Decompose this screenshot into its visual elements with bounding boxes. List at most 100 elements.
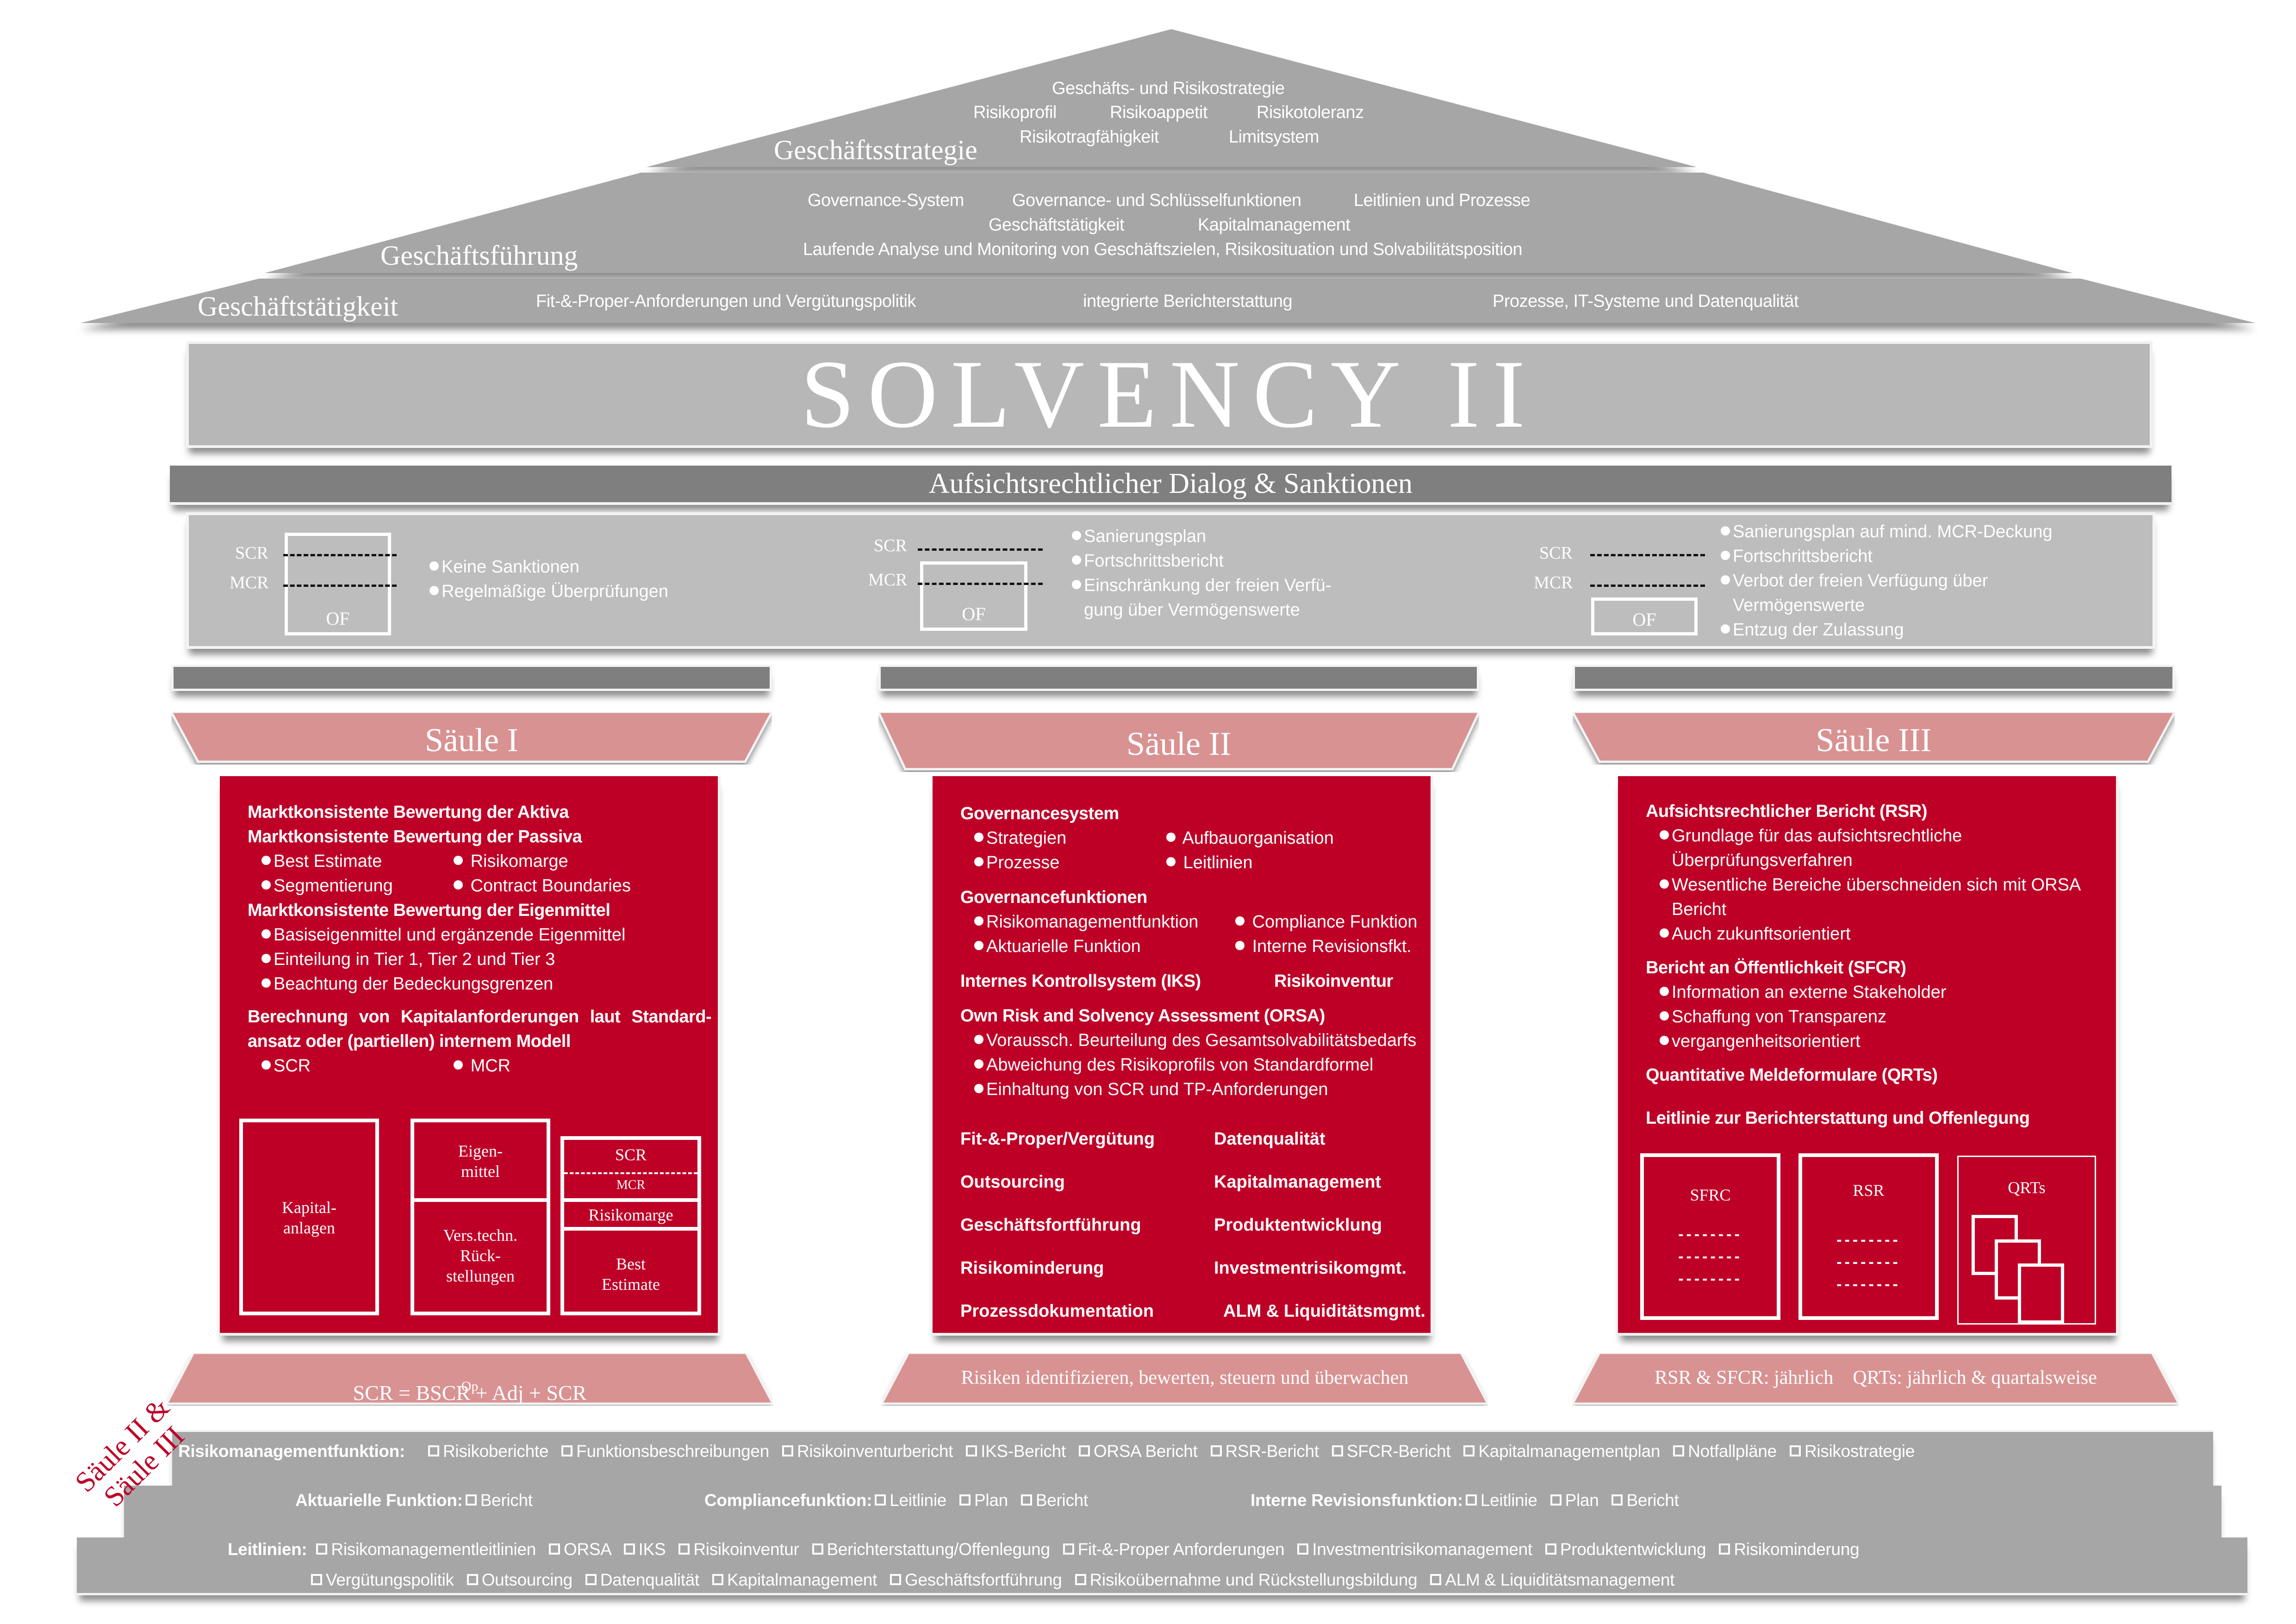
checkbox[interactable]: [1550, 1494, 1562, 1506]
own-funds-box: OF: [285, 533, 391, 635]
p2-heading-governance-functions: Governancefunktionen: [960, 888, 1147, 907]
checkbox[interactable]: [966, 1445, 977, 1457]
pillar-3-body: Aufsichtsrechtlicher Bericht (RSR) Grund…: [1618, 776, 2119, 1336]
stage-1: SCR MCR OF Keine Sanktionen Regelmäßige …: [189, 515, 837, 646]
stage-2-item: Sanierungsplan: [1072, 524, 1331, 549]
checkbox[interactable]: [1465, 1494, 1477, 1506]
p3-heading-sfcr: Bericht an Öffentlichkeit (SFCR): [1646, 958, 1906, 977]
roof-pyramid: [81, 29, 2255, 323]
scr-label: SCR: [615, 1145, 647, 1164]
roof-item-risikotoleranz: Risikotoleranz: [1257, 103, 1364, 122]
solvency-banner: SOLVENCY II: [186, 341, 2153, 448]
checkbox[interactable]: [782, 1445, 793, 1457]
p1-heading-assets: Marktkonsistente Bewertung der Aktiva: [248, 803, 569, 822]
own-funds-box: Eigen-mittel: [411, 1119, 550, 1202]
of-label: OF: [962, 604, 986, 624]
checkbox[interactable]: [1075, 1574, 1086, 1586]
checkbox[interactable]: [1430, 1574, 1442, 1586]
checkbox[interactable]: [311, 1574, 322, 1586]
pillar-2-text: Governancesystem Strategien Aufbauorgani…: [960, 802, 1423, 1102]
p2-bullet-row: Aktuarielle Funktion Interne Revisionsfk…: [960, 934, 1423, 959]
checkbox[interactable]: [316, 1543, 328, 1555]
risk-management-function-label: Risikomanagementfunktion:: [178, 1442, 405, 1461]
scr-mcr-divider: [564, 1172, 697, 1174]
mcr-line: [283, 585, 397, 587]
checkbox[interactable]: [1063, 1543, 1074, 1555]
p2-bullet: Einhaltung von SCR und TP-Anforderungen: [960, 1077, 1423, 1102]
p2-heading-risk-inventory: Risikoinventur: [1274, 971, 1393, 991]
scr-line: [283, 554, 397, 556]
p2-heading-iks: Internes Kontrollsystem (IKS): [960, 971, 1201, 991]
compliance-function-row: Compliancefunktion:Leitlinie Plan Berich…: [704, 1491, 1088, 1510]
checkbox[interactable]: [1612, 1494, 1623, 1506]
pillar-3-base: RSR & SFCR: jährlich QRTs: jährlich & qu…: [1573, 1353, 2179, 1406]
checkbox[interactable]: [585, 1574, 597, 1586]
mcr-label: MCR: [868, 570, 908, 590]
stage-3: SCR MCR OF Sanierungsplan auf mind. MCR-…: [1503, 515, 2151, 646]
checkbox[interactable]: [1673, 1445, 1685, 1457]
checkbox[interactable]: [561, 1445, 573, 1457]
roof-item-governance-system: Governance-System: [808, 191, 964, 210]
mcr-label: MCR: [1534, 573, 1573, 592]
checkbox[interactable]: [1463, 1445, 1475, 1457]
internal-audit-function-row: Interne Revisionsfunktion:Leitlinie Plan…: [1251, 1491, 1679, 1510]
pillar-2-base: Risiken identifizieren, bewerten, steuer…: [882, 1353, 1488, 1406]
scr-label: SCR: [874, 536, 907, 555]
p1-heading-capital-cont: ansatz oder (partiellen) internem Modell: [248, 1032, 571, 1051]
p3-bullet: Wesentliche Bereiche überschneiden sich …: [1646, 873, 2109, 897]
technical-provisions-label: Vers.techn.Rück-stellungen: [443, 1226, 517, 1285]
pillar-1-title: Säule I: [425, 722, 518, 759]
p3-bullet-cont: Überprüfungsverfahren: [1672, 851, 1853, 870]
assets-label: Kapital-anlagen: [282, 1198, 336, 1237]
checkbox[interactable]: [875, 1494, 886, 1506]
p1-heading-own-funds: Marktkonsistente Bewertung der Eigenmitt…: [248, 901, 610, 920]
roof-item-governance-functions: Governance- und Schlüsselfunktionen: [1012, 191, 1301, 210]
roof-label-management: Geschäftsführung: [380, 240, 578, 271]
roof-item-capital: Kapitalmanagement: [1198, 215, 1350, 235]
checkbox[interactable]: [812, 1543, 823, 1555]
checkbox[interactable]: [1789, 1445, 1801, 1457]
checkbox[interactable]: [465, 1494, 477, 1506]
pillar-1-header: Säule I: [171, 712, 772, 765]
roof-item-risikoappetit: Risikoappetit: [1110, 103, 1208, 122]
stage-3-item: Entzug der Zulassung: [1721, 618, 2053, 642]
p3-heading-rsr: Aufsichtsrechtlicher Bericht (RSR): [1646, 802, 1928, 821]
pillar-2-motto: Risiken identifizieren, bewerten, steuer…: [961, 1367, 1409, 1388]
checkbox[interactable]: [467, 1574, 478, 1586]
checkbox[interactable]: [1078, 1445, 1090, 1457]
stage-3-list: Sanierungsplan auf mind. MCR-Deckung For…: [1721, 520, 2053, 642]
p1-bullet: Beachtung der Bedeckungsgrenzen: [248, 972, 701, 996]
p2-heading-governance-system: Governancesystem: [960, 804, 1119, 823]
checkbox[interactable]: [1297, 1543, 1309, 1555]
roof-item-business: Geschäftstätigkeit: [989, 215, 1125, 235]
p3-bullet: Schaffung von Transparenz: [1646, 1005, 2109, 1029]
checkbox[interactable]: [1332, 1445, 1343, 1457]
checkbox[interactable]: [623, 1543, 635, 1555]
intervention-stages-panel: SCR MCR OF Keine Sanktionen Regelmäßige …: [186, 512, 2155, 649]
roof-item-monitoring: Laufende Analyse und Monitoring von Gesc…: [803, 240, 1523, 259]
checkbox[interactable]: [890, 1574, 901, 1586]
checkbox[interactable]: [959, 1494, 971, 1506]
pillar-3-text: Aufsichtsrechtlicher Bericht (RSR) Grund…: [1646, 799, 2109, 1131]
checkbox[interactable]: [678, 1543, 690, 1555]
p3-bullet: Auch zukunftsorientiert: [1646, 922, 2109, 946]
checkbox[interactable]: [1719, 1543, 1730, 1555]
checkbox[interactable]: [1210, 1445, 1222, 1457]
checkbox[interactable]: [428, 1445, 439, 1457]
checkbox[interactable]: [549, 1543, 560, 1555]
stage-2-item-cont: gung über Vermögenswerte: [1084, 600, 1300, 620]
actuarial-function-row: Aktuarielle Funktion:Bericht: [295, 1491, 533, 1510]
checkbox[interactable]: [1545, 1543, 1556, 1555]
p2-heading-orsa: Own Risk and Solvency Assessment (ORSA): [960, 1006, 1325, 1026]
stage-1-item: Regelmäßige Überprüfungen: [429, 579, 668, 604]
checkbox[interactable]: [712, 1574, 724, 1586]
technical-provisions-box: Vers.techn.Rück-stellungen: [411, 1198, 550, 1315]
guidelines-row: Leitlinien: Risikomanagementleitlinien O…: [228, 1540, 1860, 1559]
checkbox[interactable]: [1020, 1494, 1032, 1506]
pillar-3-frequency: RSR & SFCR: jährlich QRTs: jährlich & qu…: [1655, 1367, 2097, 1388]
